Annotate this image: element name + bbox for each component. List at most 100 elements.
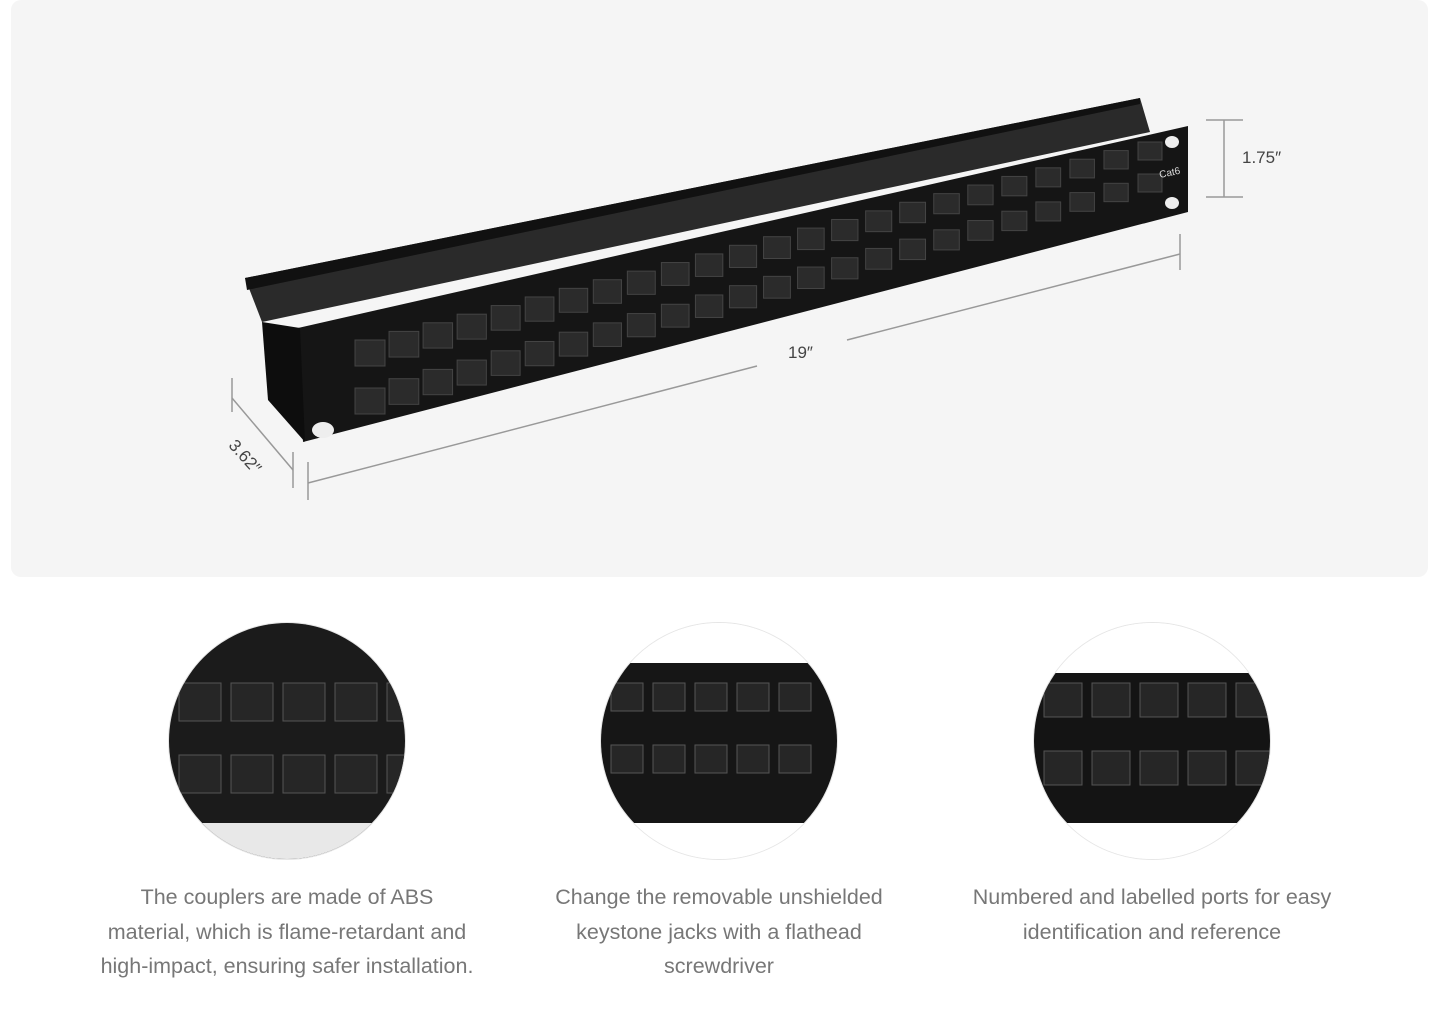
jack: [610, 682, 644, 712]
port-jack: [1035, 167, 1062, 188]
port-jack: [660, 262, 690, 286]
port-jack: [422, 368, 454, 396]
port-jack: [524, 340, 555, 367]
port-jack: [1035, 201, 1062, 222]
port-jack: [592, 279, 622, 304]
feature-image-keystone: [600, 622, 838, 860]
port-jack: [728, 285, 758, 309]
port-jack: [660, 303, 690, 328]
jack: [610, 744, 644, 774]
jack: [694, 682, 728, 712]
jack: [178, 754, 222, 794]
jack: [334, 682, 378, 722]
jack: [386, 754, 405, 794]
port-jack: [422, 322, 454, 349]
jack: [1187, 750, 1227, 786]
jack: [178, 682, 222, 722]
port-grid: [354, 141, 1163, 415]
jack: [694, 744, 728, 774]
feature-caption: Change the removable unshielded keystone…: [555, 885, 883, 978]
port-jack: [694, 294, 724, 318]
port-jack: [626, 270, 656, 295]
port-jack: [1001, 210, 1028, 232]
feature-abs-couplers: The couplers are made of ABS material, w…: [97, 622, 477, 984]
port-jack: [1069, 158, 1095, 179]
port-jack: [1137, 141, 1163, 161]
feature-caption: Numbered and labelled ports for easy ide…: [972, 885, 1332, 944]
port-jack: [592, 322, 622, 347]
jack: [1139, 750, 1179, 786]
port-jack: [865, 210, 893, 233]
port-jack: [763, 275, 791, 299]
jack: [1043, 682, 1083, 718]
port-jack: [354, 339, 386, 367]
port-jack: [797, 266, 825, 290]
port-jack: [388, 378, 420, 405]
port-jack: [626, 313, 656, 338]
port-jack: [967, 184, 994, 206]
jack: [736, 744, 770, 774]
port-jack: [865, 247, 893, 270]
jack: [1091, 682, 1131, 718]
port-jack: [694, 253, 724, 277]
jack: [1187, 682, 1227, 718]
port-jack: [1069, 192, 1095, 212]
jack: [282, 682, 326, 722]
port-jack: [1103, 182, 1129, 203]
jack: [334, 754, 378, 794]
port-jack: [967, 220, 994, 241]
jack: [386, 682, 405, 722]
port-jack: [933, 229, 960, 251]
panel-label: Cat6: [1158, 166, 1181, 181]
dimension-lines: [231, 119, 1243, 500]
jack: [282, 754, 326, 794]
jack: [1235, 750, 1270, 786]
jack: [230, 754, 274, 794]
feature-removable-jacks: Change the removable unshielded keystone…: [529, 622, 909, 984]
jack: [652, 744, 686, 774]
port-jack: [490, 305, 521, 331]
jack: [1091, 750, 1131, 786]
jack: [736, 682, 770, 712]
port-jack: [354, 387, 386, 415]
feature-image-numbered: [1033, 622, 1271, 860]
port-jack: [831, 257, 859, 280]
port-jack: [763, 236, 791, 260]
jack: [652, 682, 686, 712]
jack: [230, 682, 274, 722]
port-jack: [728, 244, 758, 268]
port-jack: [388, 330, 420, 358]
port-jack: [933, 193, 960, 215]
port-jack: [558, 287, 589, 313]
port-jack: [1103, 150, 1129, 170]
patch-panel-image: Cat6: [231, 98, 1243, 500]
port-jack: [558, 331, 589, 357]
port-jack: [490, 350, 521, 376]
port-jack: [1001, 175, 1028, 197]
port-jack: [456, 313, 487, 340]
port-jack: [456, 359, 487, 386]
panel-top-rail: [245, 98, 1150, 322]
product-hero: Cat6 1.75″ 19″ 3.62″: [11, 0, 1428, 577]
port-jack: [899, 201, 927, 224]
jack: [778, 682, 812, 712]
width-dimension: 19″: [788, 343, 813, 362]
height-dimension: 1.75″: [1242, 148, 1282, 167]
port-jack: [899, 238, 927, 261]
port-jack: [797, 227, 825, 251]
feature-numbered-ports: Numbered and labelled ports for easy ide…: [962, 622, 1342, 949]
jack: [1139, 682, 1179, 718]
panel-rear-lip: [245, 98, 1140, 290]
mount-hole: [1165, 197, 1179, 209]
jack: [1235, 682, 1270, 718]
feature-caption: The couplers are made of ABS material, w…: [100, 885, 474, 978]
port-jack: [524, 296, 555, 322]
jack: [1043, 750, 1083, 786]
mount-hole: [1165, 136, 1179, 148]
port-jack: [831, 218, 859, 242]
port-jack: [1137, 173, 1163, 193]
feature-image-couplers: [168, 622, 406, 860]
mount-hole: [312, 422, 334, 438]
panel-ear-left: [262, 322, 305, 442]
jack: [778, 744, 812, 774]
